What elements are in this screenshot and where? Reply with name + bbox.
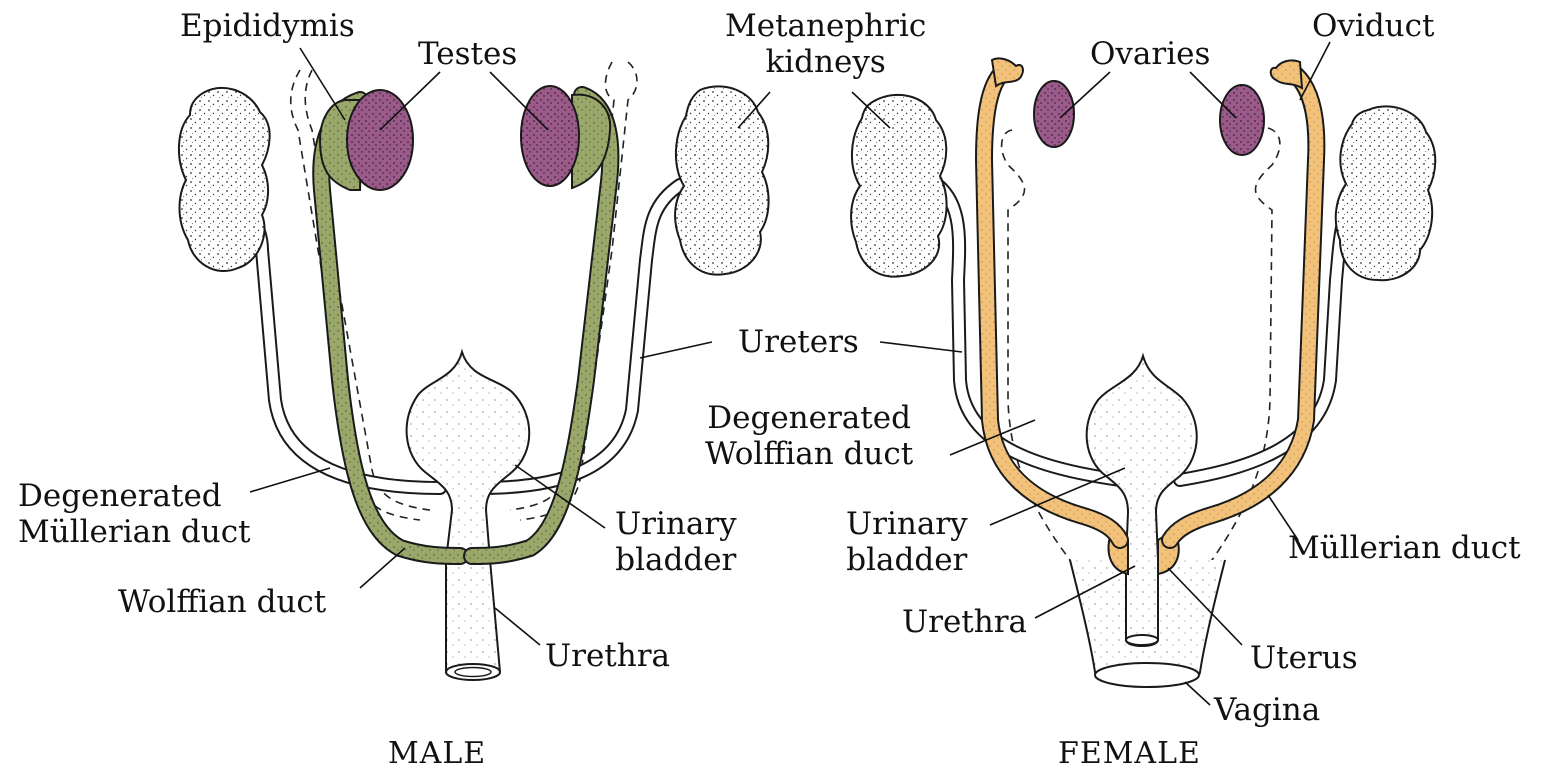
leader-vagina — [1185, 682, 1210, 705]
female-vagina-opening — [1095, 663, 1199, 687]
label-ureters: Ureters — [738, 324, 859, 360]
label-degenerated-mullerian-duct: Degenerated Müllerian duct — [18, 478, 251, 550]
label-degenerated-wolffian-line1: Degenerated — [705, 400, 913, 436]
label-urinary-bladder-female-line1: Urinary — [846, 506, 968, 542]
label-metanephric-line2: kidneys — [725, 44, 926, 80]
female-oviduct-fimbria-right — [1271, 60, 1302, 88]
label-metanephric-line1: Metanephric — [725, 8, 926, 44]
label-degenerated-mullerian-line1: Degenerated — [18, 478, 251, 514]
label-mullerian-duct: Müllerian duct — [1288, 530, 1521, 566]
label-urethra-male: Urethra — [545, 638, 670, 674]
male-kidney-left — [179, 88, 270, 271]
label-urinary-bladder-female-line2: bladder — [846, 542, 968, 578]
label-oviduct: Oviduct — [1312, 8, 1434, 44]
leader-ureters-female — [880, 342, 962, 352]
female-ovary-left — [1034, 81, 1074, 147]
label-uterus: Uterus — [1250, 640, 1358, 676]
label-vagina: Vagina — [1214, 692, 1320, 728]
leader-degenerated-mullerian — [250, 468, 330, 492]
female-urethra-opening — [1126, 635, 1158, 645]
female-kidney-right — [1336, 106, 1436, 280]
label-epididymis: Epididymis — [180, 8, 355, 44]
label-urinary-bladder-female: Urinary bladder — [846, 506, 968, 578]
label-urinary-bladder-male: Urinary bladder — [615, 506, 737, 578]
label-ovaries: Ovaries — [1090, 36, 1210, 72]
label-degenerated-wolffian-line2: Wolffian duct — [705, 436, 913, 472]
caption-male: MALE — [388, 736, 486, 771]
male-urinary-bladder — [407, 352, 530, 680]
label-metanephric-kidneys: Metanephric kidneys — [725, 8, 926, 80]
leader-ureters-male — [640, 342, 712, 358]
male-testis-left — [347, 90, 413, 190]
label-testes: Testes — [418, 36, 517, 72]
label-degenerated-wolffian-duct: Degenerated Wolffian duct — [705, 400, 913, 472]
label-urethra-female: Urethra — [902, 604, 1027, 640]
label-wolffian-duct: Wolffian duct — [118, 584, 326, 620]
female-diagram — [738, 42, 1435, 705]
leader-wolffian-duct — [360, 548, 405, 588]
female-kidney-left — [851, 95, 947, 277]
male-testis-right — [521, 86, 579, 186]
caption-female: FEMALE — [1058, 736, 1201, 771]
label-degenerated-mullerian-line2: Müllerian duct — [18, 514, 251, 550]
female-oviduct-fimbria-left — [992, 58, 1023, 86]
female-ovary-right — [1220, 85, 1264, 155]
label-urinary-bladder-male-line2: bladder — [615, 542, 737, 578]
male-kidney-right — [675, 86, 769, 274]
leader-urethra-male — [495, 608, 540, 645]
male-urethra-opening — [446, 664, 500, 680]
label-urinary-bladder-male-line1: Urinary — [615, 506, 737, 542]
